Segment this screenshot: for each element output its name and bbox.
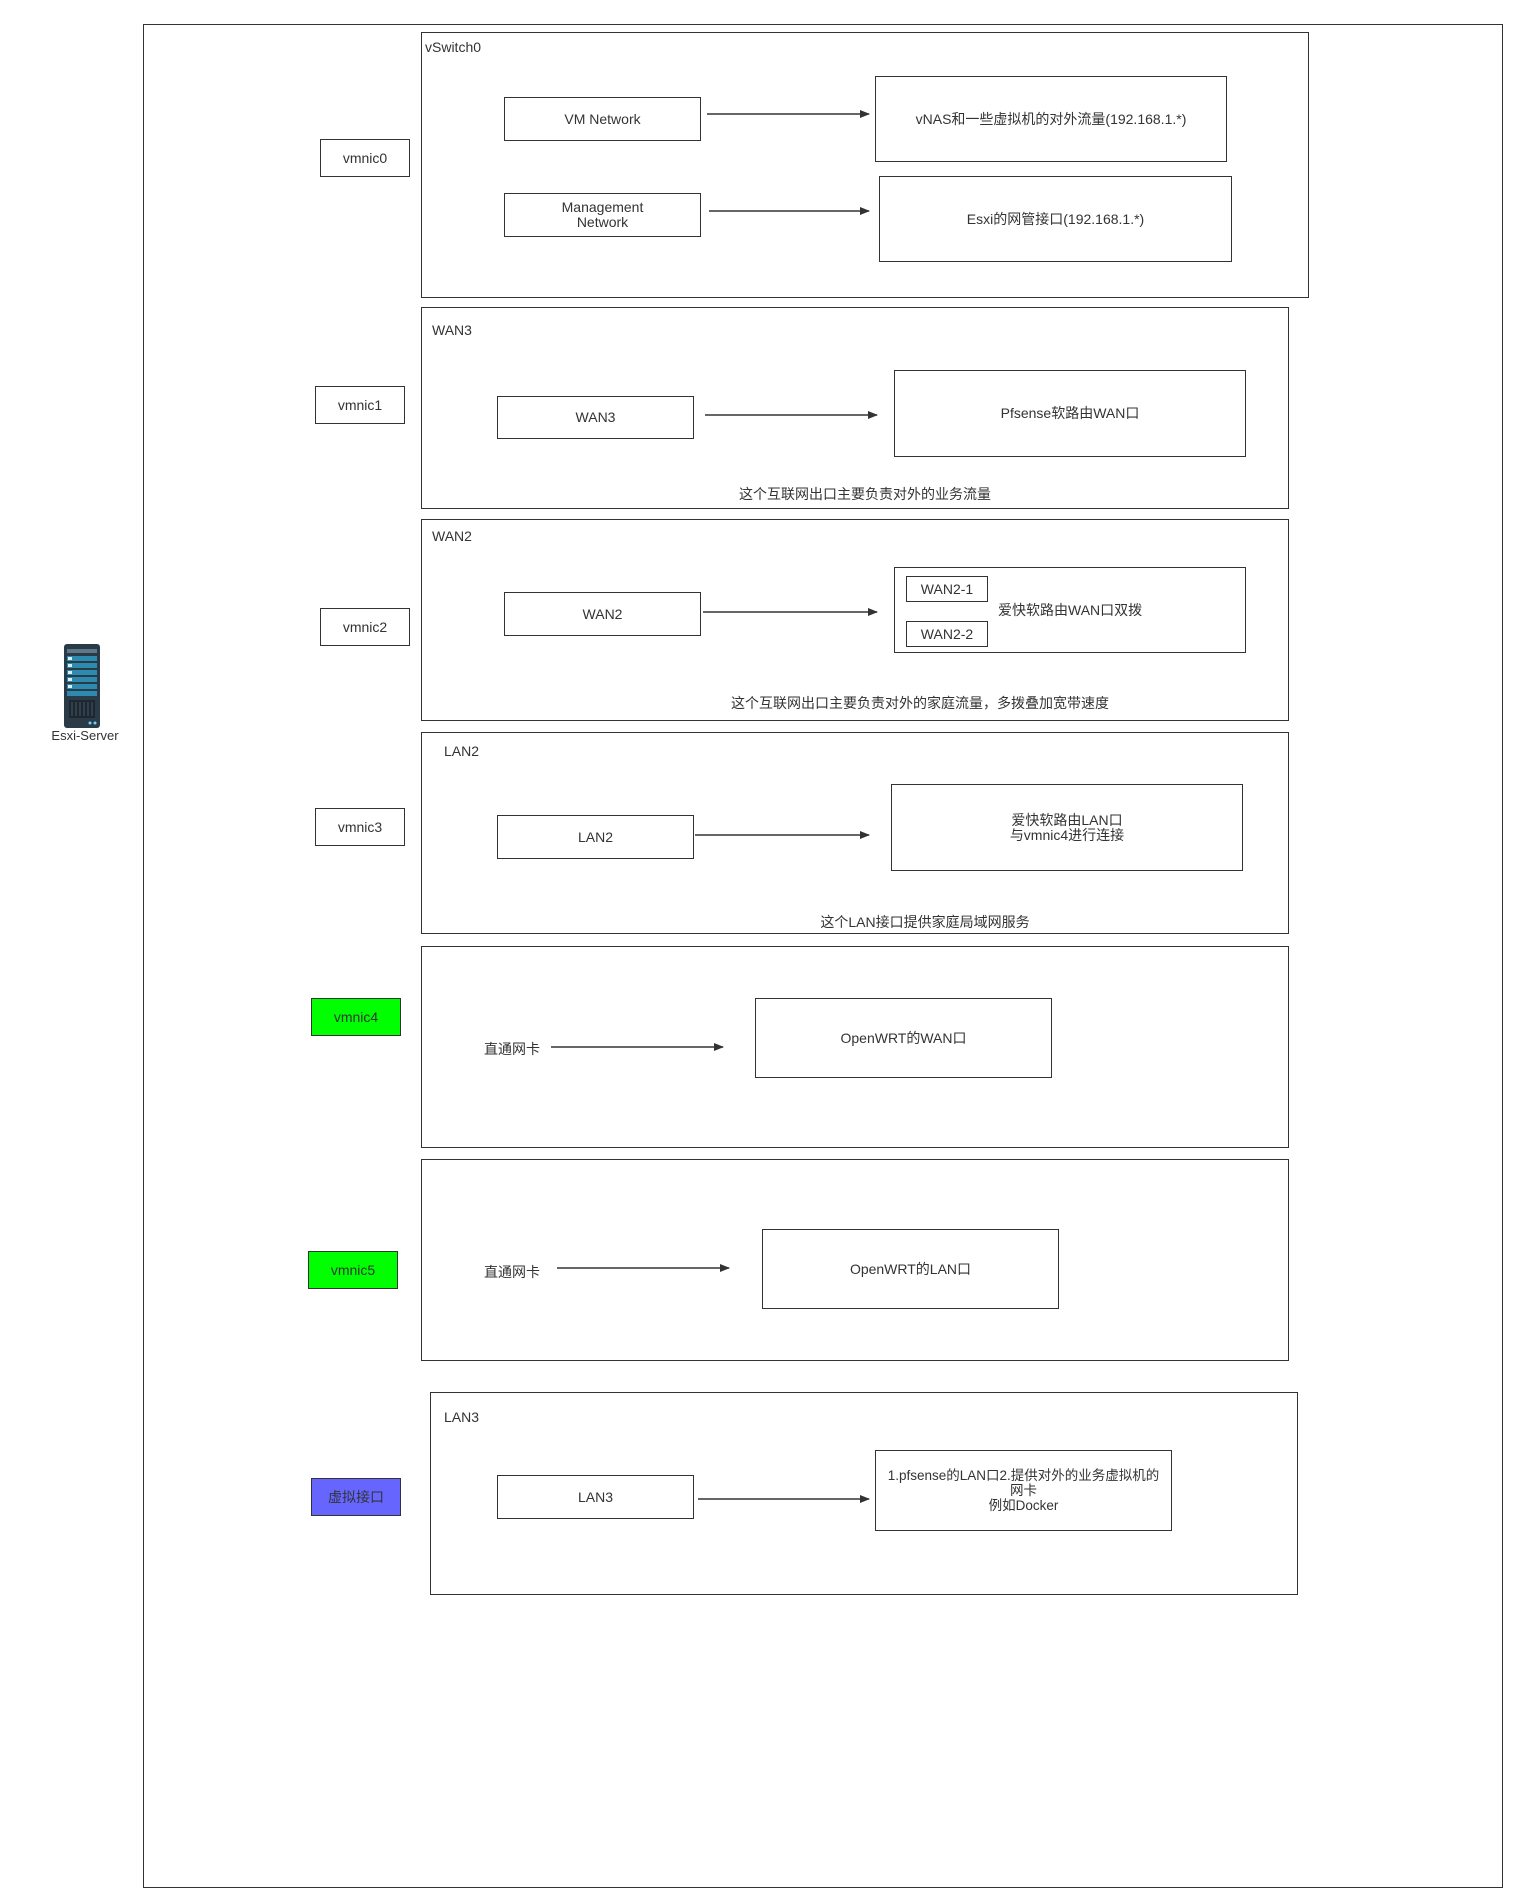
- pfsense-wan-target[interactable]: Pfsense软路由WAN口: [894, 370, 1246, 457]
- wan2-note: 这个互联网出口主要负责对外的家庭流量，多拨叠加宽带速度: [731, 695, 1109, 711]
- server-node[interactable]: [63, 644, 101, 728]
- lan2-group[interactable]: [421, 732, 1289, 934]
- lan2-port[interactable]: LAN2: [497, 815, 694, 859]
- vmnic2-node[interactable]: vmnic2: [320, 608, 410, 646]
- vmnic3-node[interactable]: vmnic3: [315, 808, 405, 846]
- vm-traffic-target[interactable]: vNAS和一些虚拟机的对外流量(192.168.1.*): [875, 76, 1227, 162]
- passthrough-wan-group[interactable]: [421, 946, 1289, 1148]
- wan3-note: 这个互联网出口主要负责对外的业务流量: [739, 486, 991, 502]
- wan2-port[interactable]: WAN2: [504, 592, 701, 636]
- esxi-mgmt-target[interactable]: Esxi的网管接口(192.168.1.*): [879, 176, 1232, 262]
- openwrt-wan-target[interactable]: OpenWRT的WAN口: [755, 998, 1052, 1078]
- server-frame: [143, 24, 1503, 1888]
- wan2-group[interactable]: [421, 519, 1289, 721]
- server-rack-icon: [64, 644, 100, 728]
- lan3-group[interactable]: [430, 1392, 1298, 1595]
- lan3-title: LAN3: [444, 1409, 480, 1425]
- passthrough-nic-label: 直通网卡: [484, 1264, 540, 1280]
- server-label: Esxi-Server: [51, 728, 119, 743]
- wan2-title: WAN2: [432, 528, 472, 544]
- passthrough-nic-label: 直通网卡: [484, 1041, 540, 1057]
- wan2-2-port[interactable]: WAN2-2: [906, 621, 988, 647]
- ikuai-lan-target[interactable]: 爱快软路由LAN口 与vmnic4进行连接: [891, 784, 1243, 871]
- wan2-1-port[interactable]: WAN2-1: [906, 576, 988, 602]
- vm-network-port[interactable]: VM Network: [504, 97, 701, 141]
- lan2-title: LAN2: [444, 743, 480, 759]
- vswitch0-title: vSwitch0: [425, 39, 482, 55]
- virtual-interface-node[interactable]: 虚拟接口: [311, 1478, 401, 1516]
- management-network-port[interactable]: Management Network: [504, 193, 701, 237]
- vmnic1-node[interactable]: vmnic1: [315, 386, 405, 424]
- vmnic0-node[interactable]: vmnic0: [320, 139, 410, 177]
- wan3-group[interactable]: [421, 307, 1289, 509]
- vswitch0-group[interactable]: [421, 32, 1309, 298]
- vmnic5-node[interactable]: vmnic5: [308, 1251, 398, 1289]
- wan3-title: WAN3: [432, 322, 472, 338]
- pfsense-lan-target[interactable]: 1.pfsense的LAN口2.提供对外的业务虚拟机的 网卡 例如Docker: [875, 1450, 1172, 1531]
- wan3-port[interactable]: WAN3: [497, 396, 694, 439]
- openwrt-lan-target[interactable]: OpenWRT的LAN口: [762, 1229, 1059, 1309]
- vmnic4-node[interactable]: vmnic4: [311, 998, 401, 1036]
- passthrough-lan-group[interactable]: [421, 1159, 1289, 1361]
- ikuai-wan-label: 爱快软路由WAN口双拨: [998, 601, 1143, 618]
- lan3-port[interactable]: LAN3: [497, 1475, 694, 1519]
- lan2-note: 这个LAN接口提供家庭局域网服务: [820, 914, 1030, 930]
